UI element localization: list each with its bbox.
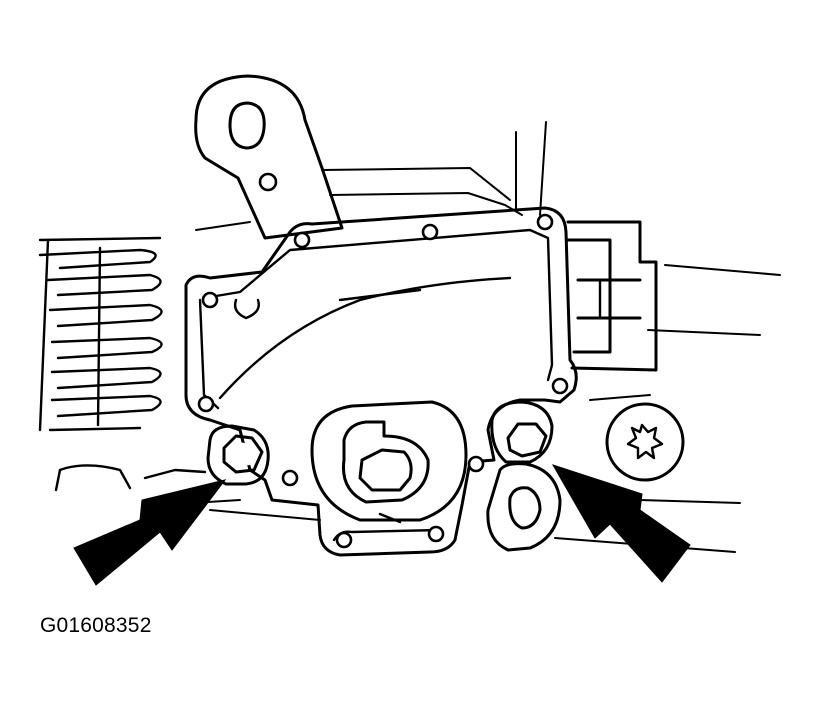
right-mounting-bolt [486,400,562,552]
torx-plug [605,402,685,482]
arrow-left-bolt [73,479,227,586]
connector-block [566,220,658,372]
center-shaft [310,400,468,524]
switch-body [184,206,578,557]
shift-lever-arm [194,74,344,240]
left-mounting-bolt [206,424,270,486]
figure-id-label: G01608352 [40,614,152,637]
background-structure [159,121,781,553]
arrow-right-bolt [551,464,691,583]
left-ribbed-housing [38,236,207,492]
